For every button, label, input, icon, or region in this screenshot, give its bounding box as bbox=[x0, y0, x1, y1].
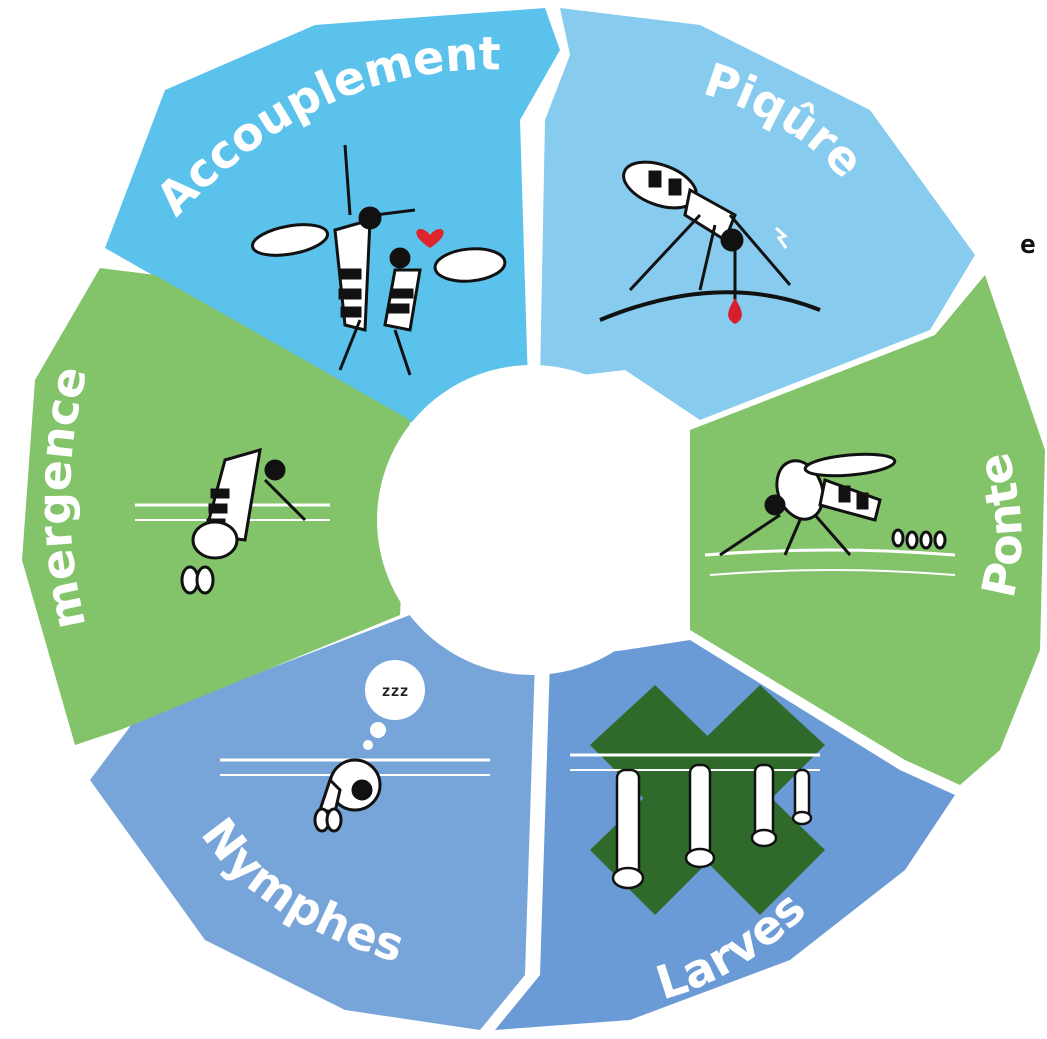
center-hole bbox=[377, 365, 687, 675]
cropped-edge-text: e ! bbox=[1020, 230, 1047, 260]
segment-ponte bbox=[690, 275, 1045, 785]
egg-laying-mosquito-icon bbox=[704, 452, 956, 576]
mating-mosquitoes-icon bbox=[250, 144, 507, 376]
pain-spark-icon bbox=[775, 226, 788, 249]
segment-accouplement bbox=[105, 8, 560, 425]
biting-mosquito-icon bbox=[599, 160, 821, 322]
sleep-bubble: zzz bbox=[363, 660, 425, 750]
segment-nymphes bbox=[90, 615, 535, 1030]
blood-drop-icon bbox=[728, 298, 742, 324]
pupa-icon bbox=[220, 758, 490, 833]
segment-piqure bbox=[540, 8, 975, 420]
heart-icon bbox=[416, 229, 444, 248]
sleep-text: zzz bbox=[381, 682, 408, 700]
emerging-mosquito-icon bbox=[135, 447, 330, 595]
larvae-icon bbox=[570, 753, 820, 890]
